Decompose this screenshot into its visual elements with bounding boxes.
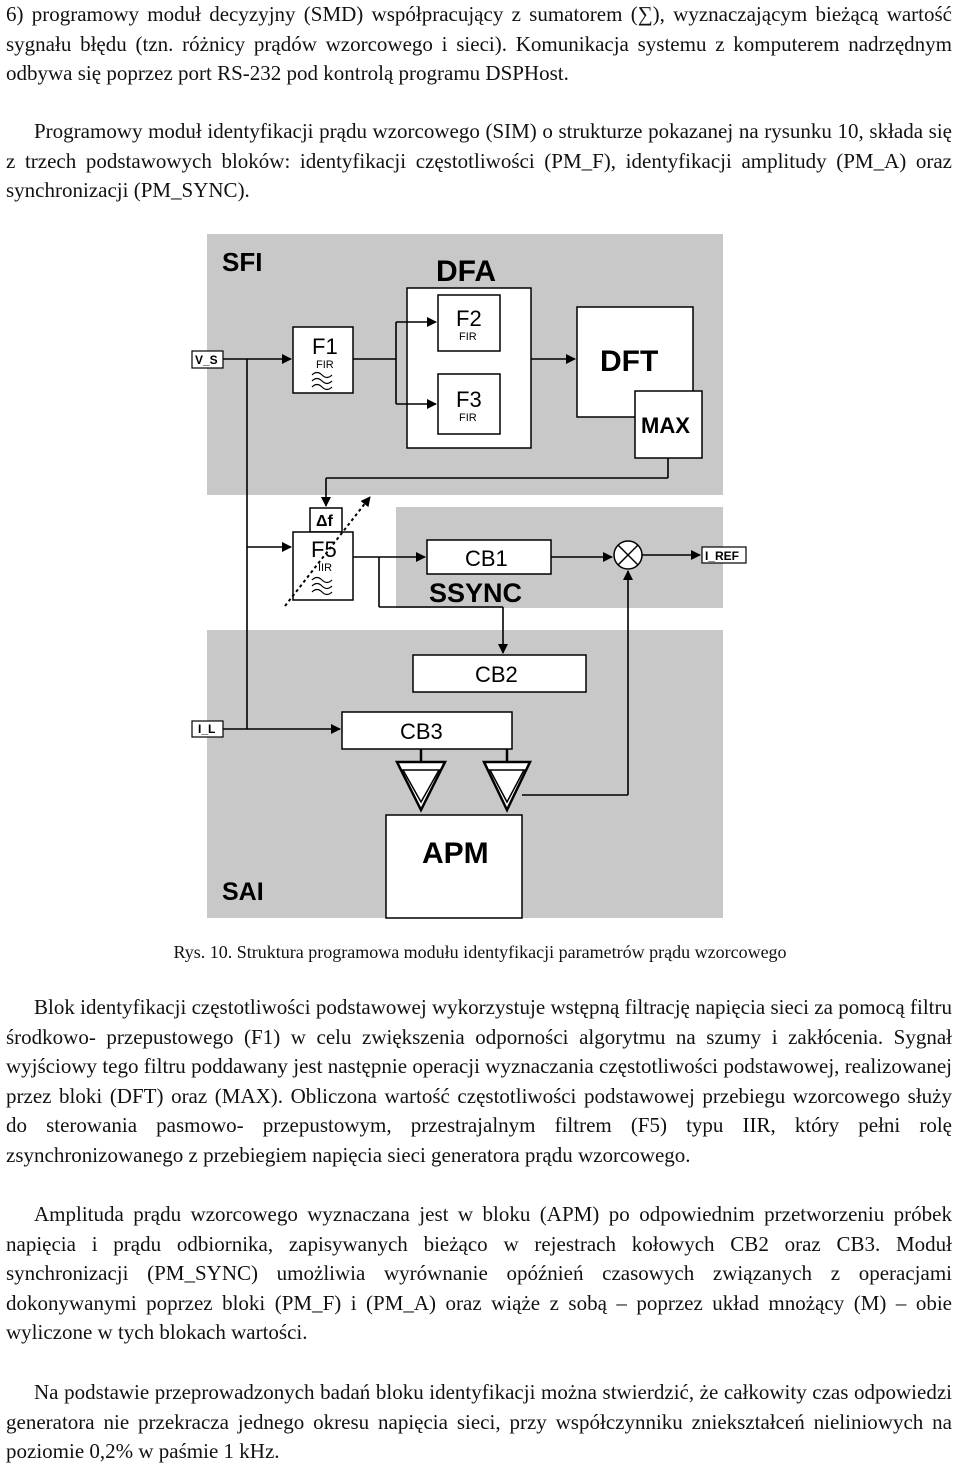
i-ref-terminal (701, 546, 747, 564)
figure-10-diagram: SFI DFA SAI SSYNC V_S I_L I_REF F1 FIR F… (191, 234, 747, 919)
ssync-label: SSYNC (429, 578, 522, 608)
dft-label: DFT (600, 345, 658, 378)
f5-filter-icon (311, 576, 333, 596)
max-block (634, 390, 703, 459)
dfa-label: DFA (436, 255, 496, 288)
f5-block (292, 531, 354, 601)
f5-label: F5 (311, 537, 337, 562)
tuning-arrow (284, 496, 371, 607)
f2-block (437, 294, 501, 352)
paragraph-4: Amplituda prądu wzorcowego wyznaczana je… (6, 1200, 952, 1348)
f3-block (437, 373, 501, 435)
paragraph-5-text: Na podstawie przeprowadzonych badań blok… (6, 1380, 952, 1463)
sfi-label: SFI (222, 247, 262, 277)
f2-type: FIR (459, 331, 477, 343)
f1-type: FIR (316, 359, 334, 371)
df-label: Δf (316, 513, 334, 530)
cb1-label: CB1 (465, 546, 508, 571)
apm-label: APM (422, 837, 489, 870)
multiplier-symbol (613, 540, 643, 570)
signal-lines (223, 317, 701, 796)
df-block (309, 507, 343, 533)
v-s-label: V_S (195, 353, 218, 367)
cb2-block (412, 654, 587, 693)
f1-filter-icon (311, 371, 333, 391)
cb3-label: CB3 (400, 719, 443, 744)
block-arrows (394, 749, 532, 813)
f2-label: F2 (456, 306, 482, 331)
max-label: MAX (641, 413, 690, 438)
f1-label: F1 (312, 334, 338, 359)
apm-block (385, 814, 523, 919)
paragraph-1: 6) programowy moduł decyzyjny (SMD) wspó… (6, 2, 952, 85)
paragraph-5: Na podstawie przeprowadzonych badań blok… (6, 1378, 952, 1467)
paragraph-4-text: Amplituda prądu wzorcowego wyznaczana je… (6, 1202, 952, 1344)
i-ref-label: I_REF (705, 549, 739, 563)
f5-type: IIR (318, 562, 332, 574)
cb2-label: CB2 (475, 662, 518, 687)
paragraph-2: Programowy moduł identyfikacji prądu wzo… (6, 117, 952, 206)
figure-caption: Rys. 10. Struktura programowa modułu ide… (173, 942, 787, 962)
cb1-block (426, 539, 552, 575)
i-l-label: I_L (198, 722, 215, 736)
f3-label: F3 (456, 387, 482, 412)
paragraph-3: Blok identyfikacji częstotliwości podsta… (6, 993, 952, 1170)
f3-type: FIR (459, 412, 477, 424)
paragraph-2-text: Programowy moduł identyfikacji prądu wzo… (6, 119, 952, 202)
paragraph-3-text: Blok identyfikacji częstotliwości podsta… (6, 995, 952, 1167)
cb3-block (341, 711, 513, 750)
sai-label: SAI (222, 878, 264, 906)
